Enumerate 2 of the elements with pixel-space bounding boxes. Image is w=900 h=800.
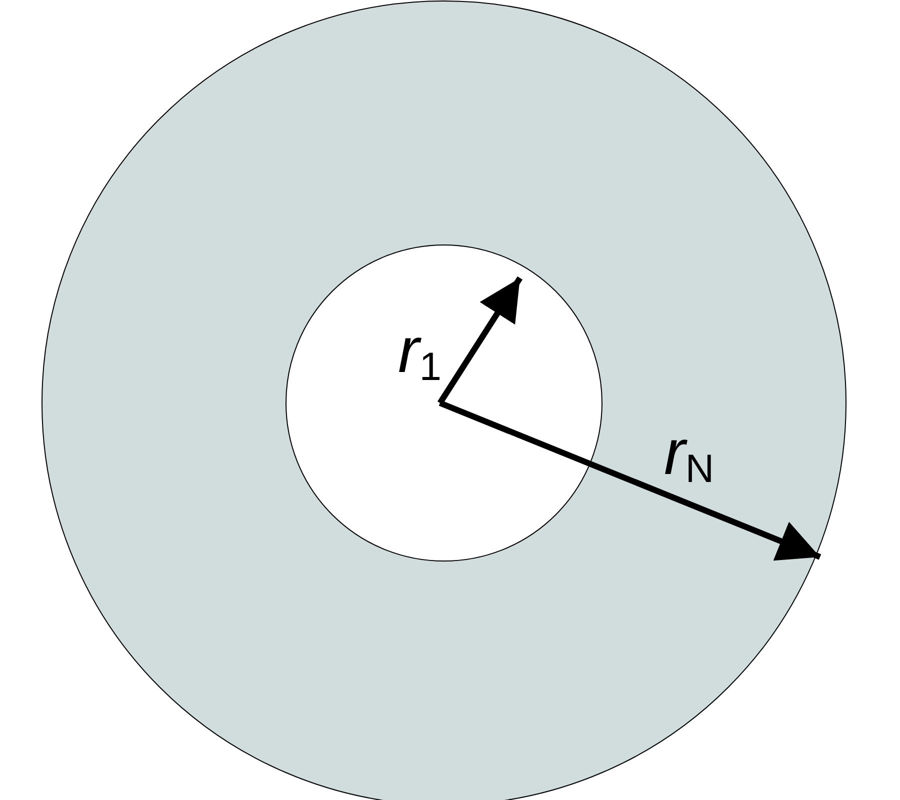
radius-label: r$_{N}$	[664, 420, 714, 490]
radius-label: r$_{1}$	[398, 318, 442, 388]
